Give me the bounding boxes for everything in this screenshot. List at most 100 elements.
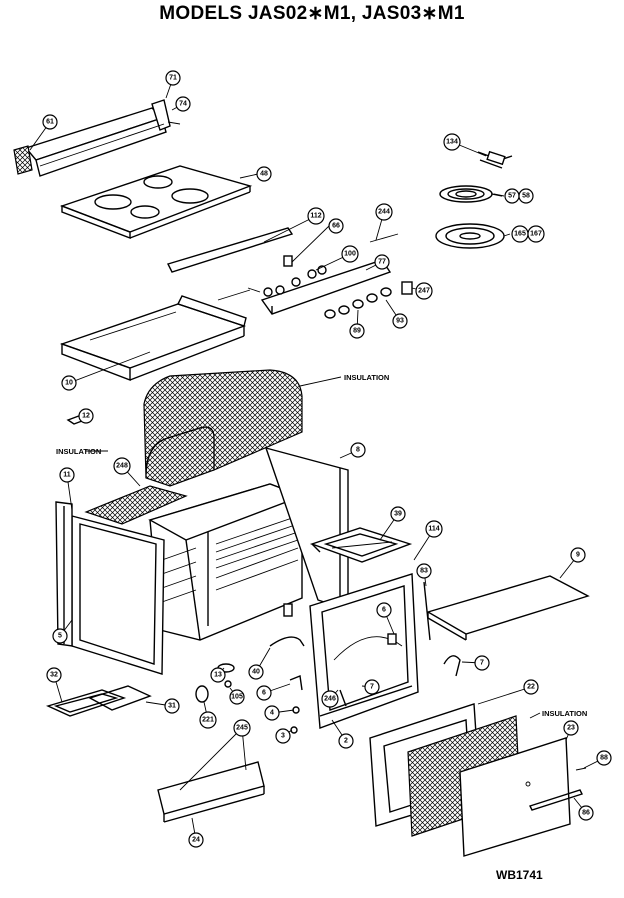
callout-66: 66 [328, 218, 344, 234]
callout-13: 13 [210, 667, 226, 683]
svg-text:167: 167 [530, 231, 542, 238]
svg-text:11: 11 [63, 472, 71, 479]
callout-86: 86 [578, 805, 594, 821]
surface-element-part [477, 150, 513, 169]
callout-165: 165 [511, 225, 529, 243]
svg-text:4: 4 [270, 710, 274, 717]
callout-12: 12 [78, 408, 94, 424]
svg-text:6: 6 [382, 607, 386, 614]
callout-7-right: 7 [474, 655, 490, 671]
svg-text:89: 89 [353, 328, 361, 335]
oven-top-insulation [143, 369, 303, 487]
svg-text:9: 9 [576, 552, 580, 559]
support-rod-part [167, 227, 294, 273]
svg-text:32: 32 [50, 672, 58, 679]
svg-text:6: 6 [262, 690, 266, 697]
callout-77: 77 [374, 254, 390, 270]
svg-text:100: 100 [344, 251, 356, 258]
svg-text:88: 88 [600, 755, 608, 762]
callout-245: 245 [233, 719, 251, 737]
callout-88: 88 [596, 750, 612, 766]
svg-text:112: 112 [310, 213, 321, 220]
callout-57: 57 [504, 188, 520, 204]
callout-22: 22 [523, 679, 539, 695]
callout-221: 221 [199, 711, 217, 729]
svg-text:7: 7 [480, 660, 484, 667]
callout-2: 2 [338, 733, 354, 749]
callout-112: 112 [307, 207, 325, 225]
insulation-label-top: INSULATION [344, 373, 389, 382]
svg-text:244: 244 [378, 209, 390, 216]
svg-text:3: 3 [281, 733, 285, 740]
svg-text:134: 134 [446, 139, 458, 146]
callout-8: 8 [350, 442, 366, 458]
storage-tray-part [59, 295, 247, 382]
callout-89: 89 [349, 323, 365, 339]
callout-134: 134 [443, 133, 461, 151]
callout-40: 40 [248, 664, 264, 680]
callout-5: 5 [52, 628, 68, 644]
svg-text:66: 66 [332, 223, 340, 230]
svg-text:39: 39 [394, 511, 402, 518]
kick-panel-part [157, 761, 265, 823]
callout-61: 61 [42, 114, 58, 130]
side-insulation [84, 485, 188, 525]
broiler-grid-part [88, 685, 152, 711]
oven-liner-part [148, 483, 304, 641]
svg-text:22: 22 [527, 684, 535, 691]
svg-text:13: 13 [214, 672, 222, 679]
door-outer-panel-part [459, 737, 587, 857]
svg-text:8: 8 [356, 447, 360, 454]
callout-9: 9 [570, 547, 586, 563]
svg-text:248: 248 [116, 463, 128, 470]
insulation-label-door: INSULATION [542, 709, 587, 718]
svg-text:247: 247 [418, 288, 430, 295]
svg-text:221: 221 [202, 717, 214, 724]
svg-text:245: 245 [236, 725, 248, 732]
svg-text:71: 71 [169, 75, 177, 82]
callout-48: 48 [256, 166, 272, 182]
svg-text:77: 77 [378, 259, 386, 266]
broiler-pan-small-part [46, 689, 127, 717]
svg-text:7: 7 [370, 684, 374, 691]
svg-text:58: 58 [522, 193, 530, 200]
callout-24: 24 [188, 832, 204, 848]
callout-167: 167 [527, 225, 545, 243]
callout-23: 23 [563, 720, 579, 736]
callout-11: 11 [59, 467, 75, 483]
svg-text:114: 114 [428, 526, 439, 533]
svg-text:165: 165 [514, 231, 526, 238]
oven-rack-part [426, 575, 590, 641]
svg-text:61: 61 [46, 119, 54, 126]
backsplash-part [13, 99, 181, 177]
callout-247: 247 [415, 282, 433, 300]
document-number: WB1741 [496, 868, 543, 882]
broiler-pan-part [309, 527, 413, 563]
callout-244: 244 [375, 203, 393, 221]
callout-31: 31 [164, 698, 180, 714]
svg-text:86: 86 [582, 810, 590, 817]
callout-93: 93 [392, 313, 408, 329]
svg-text:24: 24 [192, 837, 200, 844]
callout-3: 3 [275, 728, 291, 744]
insulation-label-side: INSULATION [56, 447, 101, 456]
callout-7-center: 7 [364, 679, 380, 695]
callout-74: 74 [175, 96, 191, 112]
callout-58: 58 [518, 188, 534, 204]
svg-text:74: 74 [179, 101, 187, 108]
svg-text:83: 83 [420, 568, 428, 575]
callout-105: 105 [229, 689, 245, 705]
callout-6-upper: 6 [376, 602, 392, 618]
left-side-panel-part [55, 501, 165, 675]
callout-248: 248 [113, 457, 131, 475]
svg-text:246: 246 [324, 696, 336, 703]
svg-text:93: 93 [396, 318, 404, 325]
svg-text:23: 23 [567, 725, 575, 732]
svg-text:105: 105 [231, 694, 243, 701]
cooktop-part [59, 165, 253, 240]
callout-39: 39 [390, 506, 406, 522]
callout-114: 114 [425, 520, 443, 538]
callout-100: 100 [341, 245, 359, 263]
heating-element-part [439, 185, 503, 203]
